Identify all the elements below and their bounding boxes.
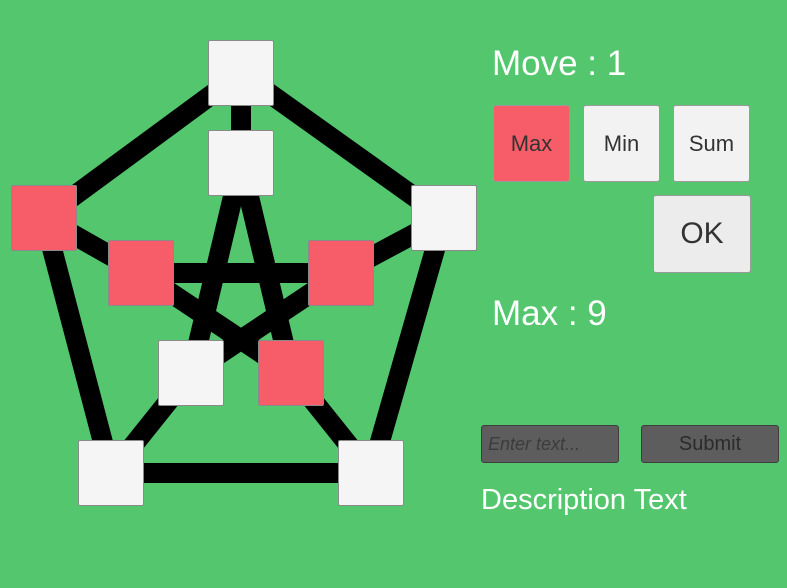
node-inner-top[interactable] [208, 130, 274, 196]
ok-button[interactable]: OK [653, 195, 751, 273]
min-mode-button[interactable]: Min [583, 105, 660, 182]
edge-outer-right-outer-bottom-right [361, 215, 454, 476]
node-outer-right[interactable] [411, 185, 477, 251]
edge-outer-bottom-left-outer-left [34, 215, 121, 476]
node-outer-bottom-left[interactable] [78, 440, 144, 506]
submit-button[interactable]: Submit [641, 425, 779, 463]
sum-mode-button[interactable]: Sum [673, 105, 750, 182]
result-label: Max : 9 [492, 294, 607, 333]
node-inner-bottom-left[interactable] [158, 340, 224, 406]
node-outer-bottom-right[interactable] [338, 440, 404, 506]
text-input[interactable] [481, 425, 619, 463]
edge-outer-top-outer-right [235, 64, 450, 227]
description-text: Description Text [481, 484, 687, 516]
node-inner-right[interactable] [308, 240, 374, 306]
node-outer-left[interactable] [11, 185, 77, 251]
node-inner-bottom-right[interactable] [258, 340, 324, 406]
max-mode-button[interactable]: Max [493, 105, 570, 182]
move-counter: Move : 1 [492, 44, 627, 83]
node-outer-top[interactable] [208, 40, 274, 106]
node-inner-left[interactable] [108, 240, 174, 306]
